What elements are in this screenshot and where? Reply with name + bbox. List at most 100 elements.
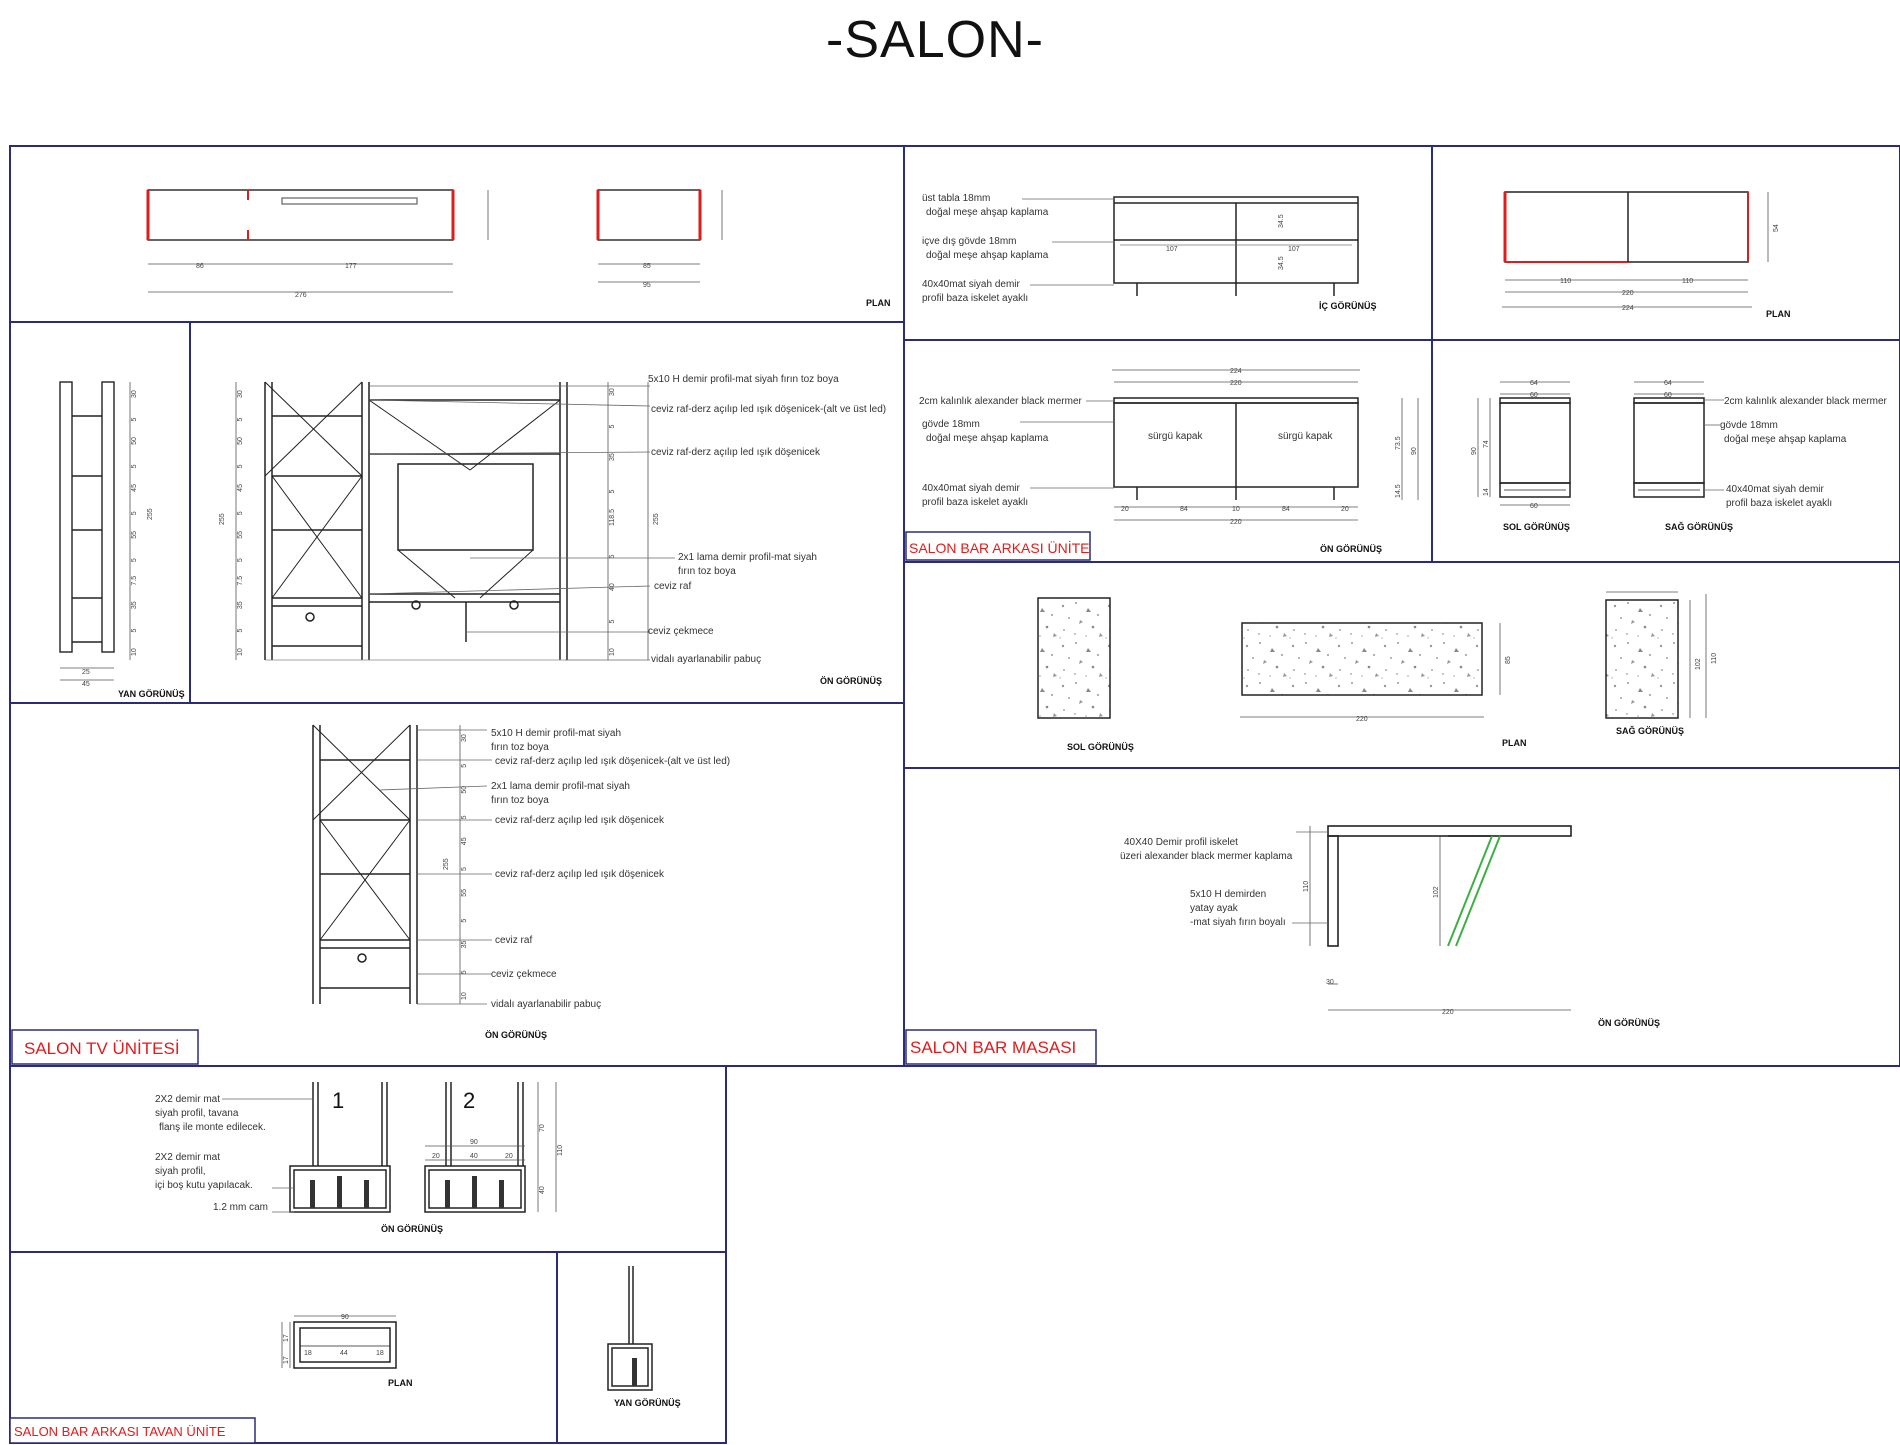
note-profile: 5x10 H demir profil-mat siyah fırın toz … — [648, 374, 839, 385]
tv-plan-view — [146, 189, 723, 293]
bm-110: 110 — [1303, 881, 1310, 892]
tavan-bottles — [310, 1176, 504, 1208]
tv-front-notes: 5x10 H demir profil-mat siyah fırın toz … — [648, 374, 886, 665]
height-dim-label: 7.5 — [237, 576, 244, 586]
ic-gorunus-leaders — [1022, 198, 1114, 286]
height-dim-label: 5 — [237, 464, 244, 468]
height-dim-label: 10 — [131, 648, 138, 656]
height-dim-label: 50 — [461, 786, 468, 794]
marble-views — [1037, 597, 1679, 719]
tavan-40: 40 — [470, 1153, 478, 1160]
plan2-dims: 110 110 220 224 54 — [1560, 224, 1780, 312]
bar-arkasi-plan — [1502, 191, 1769, 308]
side-leaders — [1704, 399, 1724, 491]
bm-220: 220 — [1442, 1009, 1454, 1016]
ic-note-3: içve dış gövde 18mm — [922, 236, 1017, 247]
note2-raf: ceviz raf — [495, 935, 532, 946]
ba-note-2: gövde 18mm — [922, 419, 980, 430]
tp-17b: 17 — [283, 1356, 290, 1364]
height-dim-label: 5 — [461, 919, 468, 923]
height-dim-label: 10 — [237, 648, 244, 656]
height-dim-label: 35 — [131, 601, 138, 609]
ic-gorunus-label: İÇ GÖRÜNÜŞ — [1319, 301, 1377, 311]
side-note-3: doğal meşe ahşap kaplama — [1724, 434, 1847, 445]
height-dim-label: 50 — [237, 437, 244, 445]
height-dim-label: 55 — [237, 531, 244, 539]
bar-masasi-label: ÖN GÖRÜNÜŞ — [1598, 1018, 1660, 1028]
ic-note-2: doğal meşe ahşap kaplama — [926, 207, 1049, 218]
tp-18b: 18 — [376, 1350, 384, 1357]
marble-sol — [1037, 597, 1111, 719]
plan2-220: 220 — [1622, 290, 1634, 297]
tavan-number-1: 1 — [332, 1088, 344, 1113]
note2-led-b: ceviz raf-derz açılıp led ışık döşenicek — [495, 869, 665, 880]
section-frames — [9, 145, 1900, 1444]
tavan-front-view — [289, 1082, 557, 1213]
tv-note-6: içi boş kutu yapılacak. — [155, 1180, 253, 1191]
tavan-110: 110 — [557, 1145, 564, 1156]
ba-f84a: 84 — [1180, 506, 1188, 513]
side-note-2: gövde 18mm — [1720, 420, 1778, 431]
tavan-70: 70 — [539, 1124, 546, 1132]
ic-note-6: profil baza iskelet ayaklı — [922, 293, 1028, 304]
dim-86: 86 — [196, 263, 204, 270]
door-left: sürgü kapak — [1148, 431, 1203, 442]
side-64b: 64 — [1664, 380, 1672, 387]
side-60b: 60 — [1530, 503, 1538, 510]
tavan-side-label: YAN GÖRÜNÜŞ — [614, 1398, 681, 1408]
note-lama: 2x1 lama demir profil-mat siyah — [678, 552, 817, 563]
tv-front-right-total: 255 — [653, 513, 660, 525]
marble-plan — [1241, 622, 1483, 696]
ba-735: 73.5 — [1395, 436, 1402, 450]
ba-145: 14.5 — [1395, 484, 1402, 498]
note-led: ceviz raf-derz açılıp led ışık döşenicek — [651, 447, 821, 458]
bm-note-1: 40X40 Demir profil iskelet — [1124, 837, 1238, 848]
height-dim-label: 5 — [237, 417, 244, 421]
bar-arkasi-front-label: ÖN GÖRÜNÜŞ — [1320, 544, 1382, 554]
tavan-notes: 2X2 demir mat siyah profil, tavana flanş… — [155, 1094, 268, 1213]
tv-side-dim-255: 255 — [147, 508, 154, 520]
ba-note-5: profil baza iskelet ayaklı — [922, 497, 1028, 508]
tv2-total: 255 — [443, 858, 450, 870]
bar-masasi-dims: 220 110 102 30 — [1303, 881, 1454, 1016]
side-dims: 64 60 60 64 60 90 74 14 — [1471, 380, 1672, 510]
dim-side-45: 45 — [82, 681, 90, 688]
tavan-label-box — [9, 1417, 256, 1444]
tv-note-2: siyah profil, tavana — [155, 1108, 239, 1119]
height-dim-label: 30 — [609, 388, 616, 396]
side-14: 14 — [1483, 488, 1490, 496]
ba-90: 90 — [1411, 447, 1418, 455]
bm-30: 30 — [1326, 979, 1334, 986]
note-pabuc: vidalı ayarlanabilir pabuç — [651, 654, 761, 665]
tavan-20b: 20 — [505, 1153, 513, 1160]
tv2-front-label: ÖN GÖRÜNÜŞ — [485, 1030, 547, 1040]
side-notes: 2cm kalınlık alexander black mermer gövd… — [1720, 396, 1888, 509]
ba-f84b: 84 — [1282, 506, 1290, 513]
tv-front-left-total: 255 — [219, 513, 226, 525]
tavan-plan-dims: 90 18 44 18 17 17 — [283, 1314, 384, 1364]
plan2-110b: 110 — [1682, 278, 1693, 285]
note-led-top: ceviz raf-derz açılıp led ışık döşenicek… — [651, 404, 886, 415]
tv-note-5: siyah profil, — [155, 1166, 206, 1177]
bar-arkasi-notes: 2cm kalınlık alexander black mermer gövd… — [919, 396, 1083, 508]
ba-224: 224 — [1230, 368, 1242, 375]
bar-masasi-notes: 40X40 Demir profil iskelet üzeri alexand… — [1120, 837, 1293, 928]
ic-note-4: doğal meşe ahşap kaplama — [926, 250, 1049, 261]
height-dim-label: 35 — [609, 453, 616, 461]
height-dim-label: 5 — [609, 555, 616, 559]
bm-note-3: 5x10 H demirden — [1190, 889, 1266, 900]
height-dim-label: 55 — [461, 889, 468, 897]
side-note-1: 2cm kalınlık alexander black mermer — [1724, 396, 1888, 407]
side-views — [1477, 381, 1705, 506]
side-note-4: 40x40mat siyah demir — [1726, 484, 1824, 495]
ba-note-3: doğal meşe ahşap kaplama — [926, 433, 1049, 444]
tv2-leaders — [379, 729, 492, 1005]
note2-paint2: fırın toz boya — [491, 795, 549, 806]
marble-plan-label: PLAN — [1502, 738, 1527, 748]
bm-note-5: -mat siyah fırın boyalı — [1190, 917, 1286, 928]
tv-plan-dims: 86 177 276 85 95 — [196, 263, 651, 299]
marble-dims: 220 85 102 110 — [1356, 653, 1718, 723]
tavan-40h: 40 — [539, 1186, 546, 1194]
bar-masasi-leaders — [1292, 831, 1328, 924]
